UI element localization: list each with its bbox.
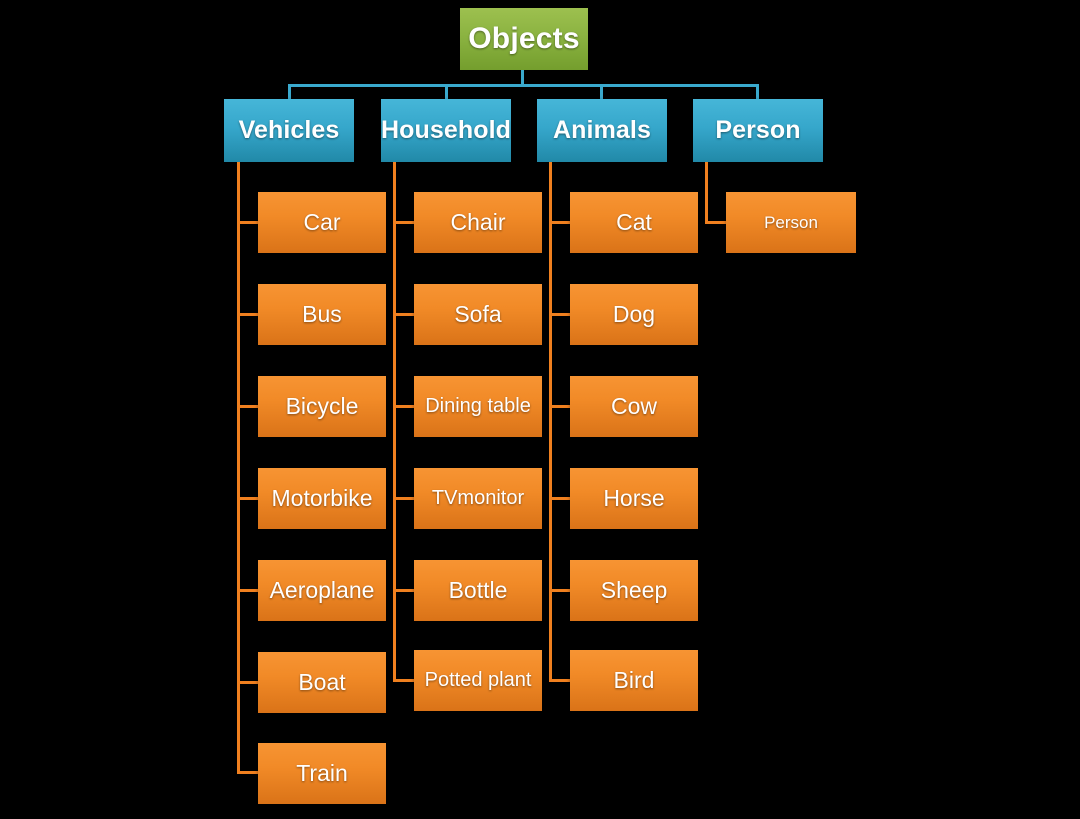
connector-elbow-vehicles-4 <box>237 589 261 592</box>
leaf-node-bus[interactable]: Bus <box>258 284 386 345</box>
leaf-node-bicycle[interactable]: Bicycle <box>258 376 386 437</box>
leaf-label-cow: Cow <box>610 393 657 420</box>
connector-root-bus <box>288 84 759 87</box>
leaf-label-chair: Chair <box>450 209 506 236</box>
leaf-label-bicycle: Bicycle <box>285 393 359 420</box>
leaf-node-potted-plant[interactable]: Potted plant <box>414 650 542 711</box>
connector-elbow-household-5 <box>393 679 417 682</box>
leaf-node-chair[interactable]: Chair <box>414 192 542 253</box>
category-node-person[interactable]: Person <box>693 99 823 162</box>
leaf-label-motorbike: Motorbike <box>271 485 373 512</box>
leaf-node-tvmonitor[interactable]: TVmonitor <box>414 468 542 529</box>
category-label-vehicles: Vehicles <box>238 116 340 145</box>
connector-drop-household <box>445 84 448 99</box>
category-label-household: Household <box>380 116 512 145</box>
leaf-label-bus: Bus <box>302 301 342 328</box>
connector-elbow-household-2 <box>393 405 417 408</box>
connector-elbow-animals-4 <box>549 589 573 592</box>
leaf-label-bird: Bird <box>613 667 655 694</box>
root-node-objects[interactable]: Objects <box>460 8 588 70</box>
category-node-animals[interactable]: Animals <box>537 99 667 162</box>
leaf-label-sheep: Sheep <box>600 577 668 604</box>
leaf-label-dining-table: Dining table <box>425 395 531 417</box>
leaf-label-train: Train <box>296 760 348 787</box>
category-label-animals: Animals <box>553 116 651 145</box>
leaf-node-sofa[interactable]: Sofa <box>414 284 542 345</box>
leaf-label-horse: Horse <box>603 485 665 512</box>
connector-spine-animals <box>549 162 552 682</box>
connector-drop-person <box>756 84 759 99</box>
category-label-person: Person <box>715 116 801 145</box>
leaf-label-sofa: Sofa <box>454 301 502 328</box>
leaf-node-train[interactable]: Train <box>258 743 386 804</box>
leaf-node-car[interactable]: Car <box>258 192 386 253</box>
connector-spine-household <box>393 162 396 682</box>
connector-spine-person <box>705 162 708 224</box>
connector-elbow-vehicles-3 <box>237 497 261 500</box>
leaf-label-aeroplane: Aeroplane <box>269 577 375 604</box>
leaf-label-cat: Cat <box>616 209 652 236</box>
leaf-node-dining-table[interactable]: Dining table <box>414 376 542 437</box>
connector-elbow-animals-5 <box>549 679 573 682</box>
leaf-node-sheep[interactable]: Sheep <box>570 560 698 621</box>
connector-root-stem <box>521 70 524 86</box>
connector-elbow-household-3 <box>393 497 417 500</box>
connector-elbow-vehicles-2 <box>237 405 261 408</box>
connector-elbow-vehicles-5 <box>237 681 261 684</box>
leaf-label-potted-plant: Potted plant <box>424 669 532 691</box>
leaf-label-tvmonitor: TVmonitor <box>431 487 525 509</box>
leaf-node-cat[interactable]: Cat <box>570 192 698 253</box>
leaf-node-aeroplane[interactable]: Aeroplane <box>258 560 386 621</box>
root-node-label: Objects <box>468 22 580 56</box>
connector-spine-vehicles <box>237 162 240 774</box>
connector-elbow-vehicles-6 <box>237 771 261 774</box>
leaf-label-person: Person <box>764 212 818 232</box>
leaf-node-dog[interactable]: Dog <box>570 284 698 345</box>
connector-drop-animals <box>600 84 603 99</box>
leaf-node-person[interactable]: Person <box>726 192 856 253</box>
leaf-label-bottle: Bottle <box>448 577 508 604</box>
leaf-node-boat[interactable]: Boat <box>258 652 386 713</box>
connector-elbow-household-4 <box>393 589 417 592</box>
connector-elbow-animals-1 <box>549 313 573 316</box>
connector-elbow-animals-0 <box>549 221 573 224</box>
connector-elbow-animals-3 <box>549 497 573 500</box>
connector-drop-vehicles <box>288 84 291 99</box>
leaf-node-horse[interactable]: Horse <box>570 468 698 529</box>
category-node-vehicles[interactable]: Vehicles <box>224 99 354 162</box>
connector-elbow-person-0 <box>705 221 729 224</box>
leaf-node-cow[interactable]: Cow <box>570 376 698 437</box>
leaf-label-dog: Dog <box>612 301 656 328</box>
connector-elbow-household-0 <box>393 221 417 224</box>
leaf-node-bottle[interactable]: Bottle <box>414 560 542 621</box>
connector-elbow-animals-2 <box>549 405 573 408</box>
leaf-node-motorbike[interactable]: Motorbike <box>258 468 386 529</box>
connector-elbow-vehicles-0 <box>237 221 261 224</box>
category-node-household[interactable]: Household <box>381 99 511 162</box>
leaf-label-boat: Boat <box>298 669 346 696</box>
leaf-node-bird[interactable]: Bird <box>570 650 698 711</box>
connector-elbow-vehicles-1 <box>237 313 261 316</box>
connector-elbow-household-1 <box>393 313 417 316</box>
leaf-label-car: Car <box>303 209 341 236</box>
